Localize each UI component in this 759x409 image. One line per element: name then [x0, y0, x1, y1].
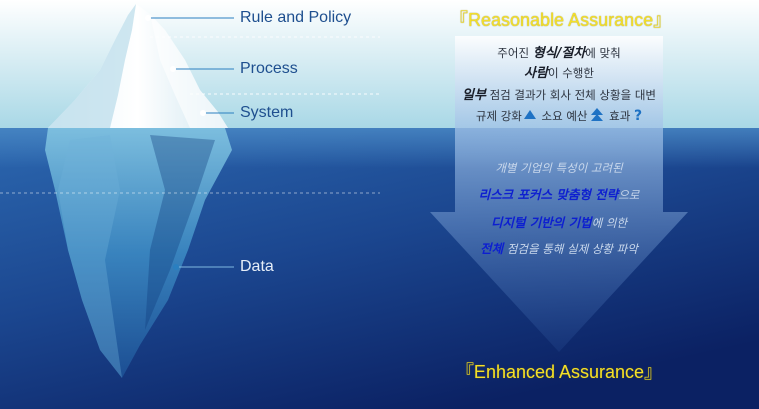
label-process: Process [240, 60, 298, 77]
reasonable-line-2-text: 이 수행한 [547, 66, 594, 80]
reasonable-line-1-text-a: 주어진 [497, 46, 533, 60]
enhanced-line-4: 전체 점검을 통해 실제 상황 파악 [440, 238, 678, 257]
reasonable-line-3: 일부 점검 결과가 회사 전체 상황을 대변 [447, 84, 671, 103]
regulation-strengthen-text: 규제 강화 [475, 109, 522, 123]
reasonable-line-2: 사람이 수행한 [455, 62, 663, 81]
double-up-arrow-icon [590, 108, 604, 122]
question-mark-icon: ? [633, 108, 643, 124]
reasonable-line-1: 주어진 형식/절차에 맞춰 [455, 42, 663, 61]
enhanced-line-3-text: 에 의한 [591, 216, 628, 230]
enhanced-line-3-emphasis: 디지털 기반의 기법 [490, 215, 592, 230]
reasonable-assurance-title: 『Reasonable Assurance』 [450, 10, 672, 30]
label-system: System [240, 104, 294, 121]
reasonable-line-2-emphasis: 사람 [524, 66, 548, 81]
effect-text: 효과 [609, 109, 631, 123]
reasonable-line-4: 규제 강화 소요 예산 효과 ? [455, 108, 663, 124]
enhanced-line-2-emphasis: 리스크 포커스 맞춤형 전략 [478, 187, 619, 202]
enhanced-assurance-title: 『Enhanced Assurance』 [455, 362, 663, 382]
label-rule-and-policy: Rule and Policy [240, 9, 352, 26]
up-arrow-icon [523, 110, 536, 119]
enhanced-line-2: 리스크 포커스 맞춤형 전략으로 [440, 184, 678, 203]
reasonable-line-1-text-c: 에 맞춰 [585, 46, 621, 60]
enhanced-line-4-text: 점검을 통해 실제 상황 파악 [503, 242, 638, 256]
reasonable-line-3-text: 점검 결과가 회사 전체 상황을 대변 [485, 88, 656, 102]
enhanced-line-2-text: 으로 [618, 188, 640, 202]
reasonable-line-3-emphasis: 일부 [462, 88, 486, 103]
budget-text: 소요 예산 [541, 109, 588, 123]
reasonable-line-1-emphasis: 형식/절차 [532, 46, 586, 61]
enhanced-line-3: 디지털 기반의 기법에 의한 [440, 212, 678, 231]
label-data: Data [240, 258, 274, 275]
enhanced-line-4-emphasis: 전체 [480, 241, 504, 256]
enhanced-line-1: 개별 기업의 특성이 고려된 [495, 161, 623, 175]
